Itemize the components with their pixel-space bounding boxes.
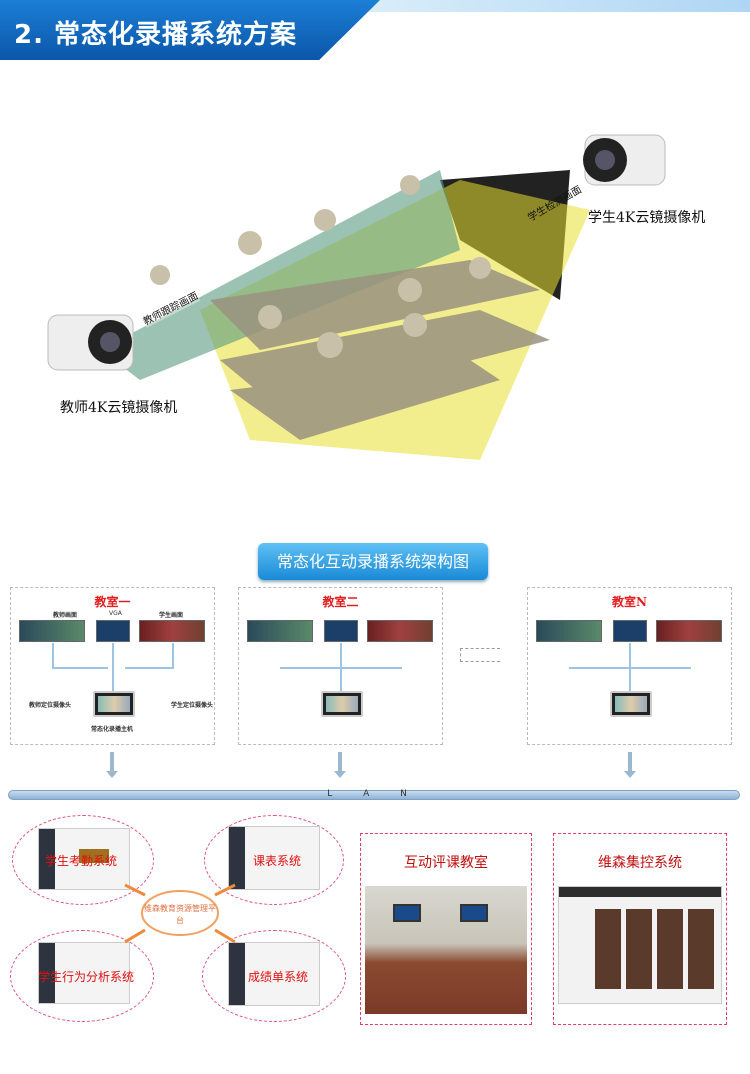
behavior-module-label: 学生行为分析系统: [38, 970, 135, 984]
module-ellipse: [10, 930, 154, 1022]
vga-label: VGA: [109, 610, 122, 617]
classroom-photo: [365, 886, 527, 1014]
header-banner: [0, 0, 380, 60]
central-control-panel: 维森集控系统: [553, 833, 727, 1025]
grades-module-label: 成绩单系统: [248, 970, 309, 984]
down-arrow-icon: [334, 752, 346, 778]
student-locator-label: 学生定位摄像头: [171, 702, 214, 709]
teacher-tracking-beam: [100, 170, 460, 380]
student-camera-icon: [583, 134, 666, 186]
classroom-title: 教室一: [94, 595, 131, 609]
student-camera-label: 学生4K云镜摄像机: [588, 210, 706, 226]
lan-label: L A N: [327, 789, 421, 799]
classroom-box: 教室N: [527, 587, 732, 745]
header-stripe: [350, 0, 750, 12]
classroom-box: 教室一 教师画面 VGA 学生画面 教师定位摄像头 学生定位摄像头 常态化录播主…: [10, 587, 215, 745]
teacher-view-label: 教师画面: [53, 612, 78, 619]
teacher-camera-label: 教师4K云镜摄像机: [60, 400, 178, 416]
recording-host-icon: [321, 691, 363, 717]
recording-host-icon: [610, 691, 652, 717]
timetable-module-label: 课表系统: [253, 854, 302, 868]
attendance-module-label: 学生考勤系统: [45, 854, 118, 868]
students: [150, 175, 491, 358]
classroom-title: 教室二: [322, 595, 359, 609]
module-ellipse: [12, 815, 154, 905]
page-title: 2. 常态化录播系统方案: [14, 20, 298, 50]
teacher-locator-label: 教师定位摄像头: [29, 702, 72, 709]
classroom-box: 教室二: [238, 587, 443, 745]
classroom-title: 教室N: [612, 595, 647, 609]
classroom-illustration: [47, 134, 666, 460]
module-ellipse: [204, 815, 344, 905]
platform-center-label: 维森教育资源管理平台: [144, 904, 216, 925]
student-view-label: 学生画面: [159, 612, 184, 619]
architecture-title: 常态化互动录播系统架构图: [258, 543, 488, 580]
lan-bar: L A N: [8, 789, 740, 800]
module-ellipse: [202, 930, 346, 1022]
down-arrow-icon: [106, 752, 118, 778]
recording-host-icon: [93, 691, 135, 717]
control-screenshot: [558, 886, 722, 1004]
host-label: 常态化录播主机: [91, 726, 134, 733]
panel-title: 互动评课教室: [404, 855, 488, 871]
teacher-view-screen: [19, 620, 85, 642]
student-view-screen: [139, 620, 205, 642]
desks: [210, 260, 550, 440]
panel-title: 维森集控系统: [598, 855, 682, 871]
platform-arrows-icon: [124, 883, 236, 944]
continuation-arrow-icon: [460, 648, 500, 662]
teacher-camera-icon: [47, 314, 134, 371]
interactive-classroom-panel: 互动评课教室: [360, 833, 532, 1025]
vga-screen: [96, 620, 130, 642]
down-arrow-icon: [624, 752, 636, 778]
